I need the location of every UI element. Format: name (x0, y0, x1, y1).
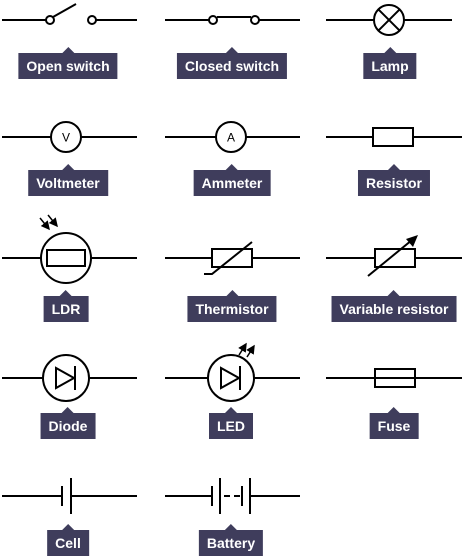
open-switch-symbol (2, 3, 137, 25)
fuse-symbol (326, 368, 462, 388)
lamp-label: Lamp (363, 47, 417, 79)
resistor-symbol (326, 127, 462, 147)
led-symbol (165, 354, 300, 402)
ammeter-letter: A (227, 131, 235, 145)
thermistor-label: Thermistor (187, 290, 277, 322)
ammeter-label: Ammeter (193, 164, 271, 196)
led-label: LED (209, 407, 253, 439)
lamp-symbol (326, 4, 452, 36)
variable-resistor-label: Variable resistor (331, 290, 457, 322)
variable-resistor-arrow-icon (406, 235, 418, 247)
thermistor-symbol (165, 241, 300, 275)
ldr-symbol (2, 232, 137, 284)
voltmeter-letter: V (62, 131, 70, 145)
variable-resistor-symbol (326, 239, 462, 277)
ldr-label: LDR (43, 290, 89, 322)
fuse-label: Fuse (369, 407, 419, 439)
voltmeter-label: Voltmeter (28, 164, 108, 196)
diode-symbol (2, 354, 137, 402)
closed-switch-symbol (165, 15, 300, 25)
battery-label: Battery (198, 524, 264, 556)
led-light-arrows-icon (238, 342, 255, 358)
cell-symbol (2, 478, 137, 514)
cell-label: Cell (47, 524, 89, 556)
battery-symbol (165, 478, 300, 514)
ldr-light-arrows-icon (39, 214, 58, 231)
resistor-label: Resistor (357, 164, 431, 196)
ammeter-symbol (165, 121, 300, 153)
diode-label: Diode (40, 407, 96, 439)
open-switch-label: Open switch (18, 47, 118, 79)
closed-switch-label: Closed switch (176, 47, 288, 79)
voltmeter-symbol (2, 121, 137, 153)
